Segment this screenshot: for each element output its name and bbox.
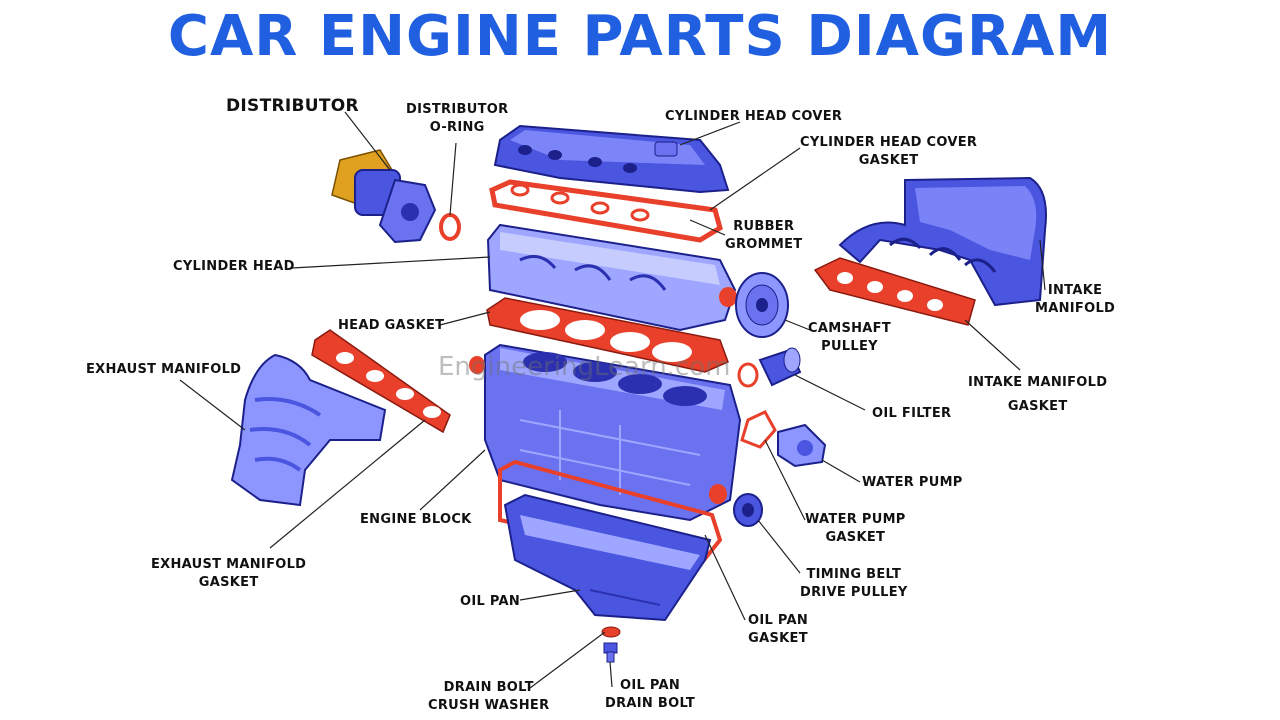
label-distributor: DISTRIBUTOR <box>226 96 359 116</box>
intake-manifold-gasket-part <box>813 257 976 326</box>
engine-block-part <box>469 343 742 522</box>
label-engine-block: ENGINE BLOCK <box>360 512 472 527</box>
oil-pan-part <box>503 493 712 622</box>
diagram-title: CAR ENGINE PARTS DIAGRAM <box>167 4 1113 69</box>
label-cylinder-head-cover: CYLINDER HEAD COVER <box>665 109 843 124</box>
rubber-grommet-part <box>510 183 650 222</box>
label-exhaust-manifold: EXHAUST MANIFOLD <box>86 362 242 377</box>
head-gasket-part <box>486 297 729 373</box>
distributor-oring-part <box>439 213 461 241</box>
intake-manifold-part <box>838 176 1047 307</box>
label-oil-filter: OIL FILTER <box>872 406 952 421</box>
camshaft-pulley-part <box>735 272 789 338</box>
oil-pan-gasket-part <box>498 459 723 568</box>
oil-filter-part <box>737 347 802 388</box>
cylinder-head-part <box>486 223 737 332</box>
timing-belt-drive-pulley-part <box>733 493 763 527</box>
water-pump-gasket-part <box>740 410 777 449</box>
drain-bolt-crush-washer-part <box>601 626 621 638</box>
oil-pan-drain-bolt-part <box>603 642 618 663</box>
distributor-part <box>331 149 437 244</box>
cylinder-head-cover-gasket-part <box>489 179 723 243</box>
cylinder-head-cover-part <box>493 124 730 194</box>
label-water-pump: WATER PUMP <box>862 475 963 490</box>
exhaust-manifold-part <box>230 353 387 507</box>
leader-lines <box>179 111 1046 689</box>
exhaust-manifold-gasket-part <box>311 329 451 434</box>
watermark: EngineeringLearn.com <box>438 352 731 382</box>
label-cylinder-head: CYLINDER HEAD <box>173 259 295 274</box>
water-pump-part <box>777 423 827 468</box>
label-oil-pan: OIL PAN <box>460 594 521 609</box>
label-head-gasket: HEAD GASKET <box>338 318 445 333</box>
